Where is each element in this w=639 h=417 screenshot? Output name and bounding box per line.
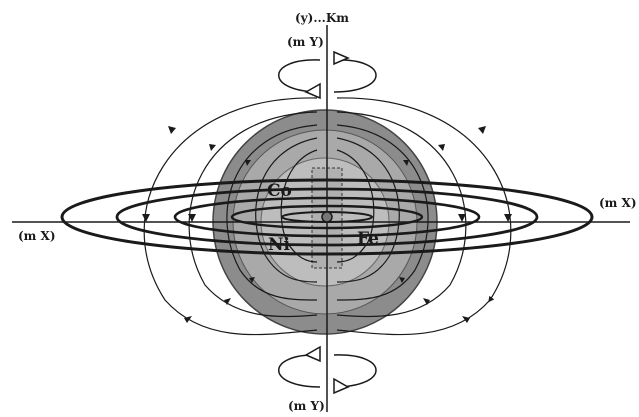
center-point bbox=[321, 211, 333, 223]
labels: (y)...Km (m Y) (m Y) (m X) (m X) Co Fe N… bbox=[18, 11, 637, 413]
field-line bbox=[226, 124, 318, 301]
field-line bbox=[143, 97, 318, 336]
x-left-label: (m X) bbox=[18, 229, 56, 243]
y-bottom-label: (m Y) bbox=[288, 399, 325, 413]
rotation-arrow-bottom bbox=[278, 354, 321, 388]
arrowhead bbox=[304, 82, 321, 100]
arrowhead bbox=[184, 316, 192, 323]
field-line bbox=[336, 124, 429, 301]
arrowhead bbox=[245, 160, 251, 166]
arrowhead bbox=[462, 316, 470, 323]
arrowhead bbox=[504, 214, 512, 222]
arrowhead bbox=[403, 160, 409, 166]
orbit-2 bbox=[115, 187, 539, 247]
arrowhead bbox=[399, 277, 405, 283]
field-line bbox=[336, 111, 467, 318]
orbit-4 bbox=[230, 204, 424, 230]
y-top-label: (m Y) bbox=[287, 35, 324, 49]
arrowhead bbox=[333, 50, 350, 66]
arrowhead bbox=[188, 214, 196, 222]
field-line bbox=[336, 137, 400, 283]
arrowhead bbox=[478, 126, 486, 134]
arrowhead bbox=[142, 214, 150, 222]
iron-label: Fe bbox=[357, 229, 379, 249]
field-line bbox=[336, 97, 512, 336]
field-line bbox=[280, 149, 318, 263]
arrowhead bbox=[209, 144, 216, 151]
field-line bbox=[255, 137, 318, 283]
orbit-1 bbox=[60, 178, 594, 256]
x-right-label: (m X) bbox=[599, 196, 637, 210]
field-lines-right bbox=[336, 97, 512, 336]
arrowhead bbox=[168, 126, 176, 134]
rotation-arrow-bottom bbox=[333, 354, 377, 388]
y-axis-title: (y)...Km bbox=[295, 11, 349, 25]
field-line bbox=[188, 111, 318, 318]
rotation-bottom bbox=[278, 345, 377, 395]
arrowhead bbox=[438, 144, 445, 151]
arrowhead bbox=[249, 277, 255, 283]
field-line bbox=[336, 149, 375, 263]
rotation-arrow-top bbox=[333, 59, 377, 93]
arrowhead bbox=[333, 377, 350, 395]
arrowhead bbox=[458, 214, 466, 222]
equatorial-orbits bbox=[60, 178, 594, 256]
field-arrows bbox=[142, 126, 512, 323]
arrowhead bbox=[224, 298, 231, 305]
arrowhead bbox=[304, 345, 321, 363]
rotation-arrow-top bbox=[278, 59, 321, 93]
nickel-label: Ni bbox=[268, 235, 291, 255]
orbit-3 bbox=[173, 196, 481, 238]
rotation-top bbox=[278, 50, 377, 100]
field-lines-left bbox=[143, 97, 318, 336]
cobalt-label: Co bbox=[267, 181, 292, 201]
arrowhead bbox=[423, 298, 430, 305]
